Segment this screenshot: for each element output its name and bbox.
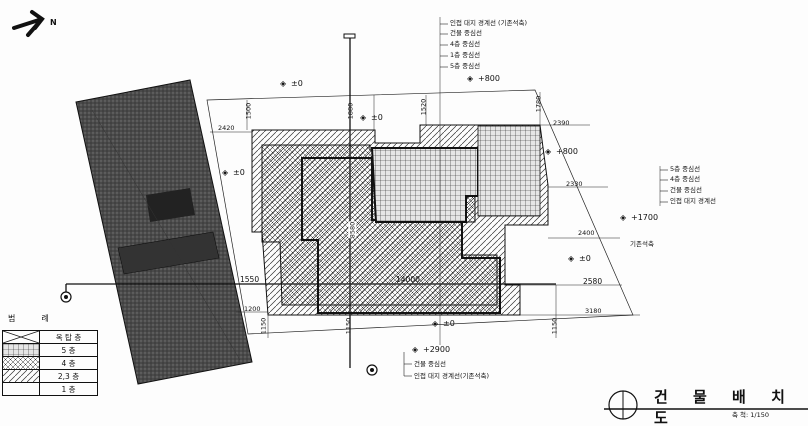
annotation-label: 기존석축 <box>630 240 654 248</box>
legend: 범 례 옥 탑 층 5 층 4 층 2,3 층 1 층 <box>2 313 98 396</box>
dimension-label: 1150 <box>259 317 268 335</box>
annotation-label: 건물 중심선 <box>450 29 482 37</box>
drawing-scale: 축 척: 1/150 <box>732 411 770 419</box>
dimension-label: 1520 <box>419 98 428 116</box>
legend-swatch <box>2 330 40 344</box>
annotation-label: 건물 중심선 <box>414 360 446 368</box>
rooftop-area <box>370 147 479 223</box>
dimension-label: 14000 <box>396 275 420 284</box>
annotation-label: 5층 중심선 <box>670 165 701 173</box>
dimension-label: 3180 <box>585 307 602 315</box>
level-marker: ◈+800 <box>467 74 500 83</box>
dimension-label: 2580 <box>583 277 603 286</box>
level-marker: ◈+1700 <box>620 213 659 222</box>
north-arrow-icon <box>12 10 45 37</box>
axis-pin-left-icon <box>60 291 72 303</box>
rooftop-block <box>477 125 541 217</box>
annotation-label: 인접 대지 경계선 <box>670 197 716 205</box>
legend-swatch <box>2 343 40 357</box>
legend-swatch <box>2 356 40 370</box>
dimension-label: 1780 <box>534 95 543 113</box>
dimension-label: 2390 <box>553 119 570 127</box>
annotation-label: 건물 중심선 <box>670 186 702 194</box>
legend-swatch <box>2 382 40 396</box>
dimension-label: 8580 <box>348 221 357 239</box>
level-marker: ◈+2900 <box>412 345 451 354</box>
level-diamond-icon: ◈ <box>467 74 474 83</box>
north-label: N <box>50 18 57 27</box>
legend-row: 5 층 <box>2 343 98 357</box>
level-marker: ◈±0 <box>432 319 455 328</box>
level-diamond-icon: ◈ <box>432 319 439 328</box>
legend-row: 2,3 층 <box>2 369 98 383</box>
annotation-label: 인접 대지 경계선 (기존석축) <box>450 19 528 27</box>
floor-5-area <box>301 157 501 314</box>
title-block-frame <box>604 390 808 420</box>
drawing-title: 건 물 배 치 도 <box>654 388 795 426</box>
level-diamond-icon: ◈ <box>545 147 552 156</box>
level-diamond-icon: ◈ <box>412 345 419 354</box>
dimension-label: 1550 <box>240 275 260 284</box>
dimension-label: 1500 <box>244 102 253 120</box>
dimension-label: 2420 <box>218 124 235 132</box>
dimension-label: 2400 <box>578 229 595 237</box>
dimension-label: 1150 <box>550 317 559 335</box>
level-diamond-icon: ◈ <box>568 254 575 263</box>
dimension-label: 1880 <box>346 102 355 120</box>
existing-building <box>75 79 253 385</box>
level-marker: ◈±0 <box>360 113 383 122</box>
level-diamond-icon: ◈ <box>620 213 627 222</box>
annotation-label: 1층 중심선 <box>450 51 481 59</box>
annotation-label: 4층 중심선 <box>450 40 481 48</box>
annotation-label: 4층 중심선 <box>670 175 701 183</box>
level-diamond-icon: ◈ <box>360 113 367 122</box>
dimension-label: 1150 <box>344 317 353 335</box>
title-block: 건 물 배 치 도 축 척: 1/150 <box>604 384 808 426</box>
level-marker: ◈±0 <box>280 79 303 88</box>
level-diamond-icon: ◈ <box>222 168 229 177</box>
legend-table: 옥 탑 층 5 층 4 층 2,3 층 1 층 <box>2 330 98 396</box>
annotation-label: 5층 중심선 <box>450 62 481 70</box>
legend-row: 옥 탑 층 <box>2 330 98 344</box>
level-diamond-icon: ◈ <box>280 79 287 88</box>
legend-swatch <box>2 369 40 383</box>
level-marker: ◈±0 <box>222 168 245 177</box>
legend-row: 4 층 <box>2 356 98 370</box>
legend-header: 범 례 <box>8 314 49 323</box>
annotation-label: 인접 대지 경계선(기존석축) <box>414 372 489 380</box>
dimension-label: 1200 <box>244 305 261 313</box>
axis-pin-bottom-icon <box>366 364 378 376</box>
level-marker: ◈±0 <box>568 254 591 263</box>
level-marker: ◈+800 <box>545 147 578 156</box>
legend-row: 1 층 <box>2 382 98 396</box>
dimension-label: 2330 <box>566 180 583 188</box>
